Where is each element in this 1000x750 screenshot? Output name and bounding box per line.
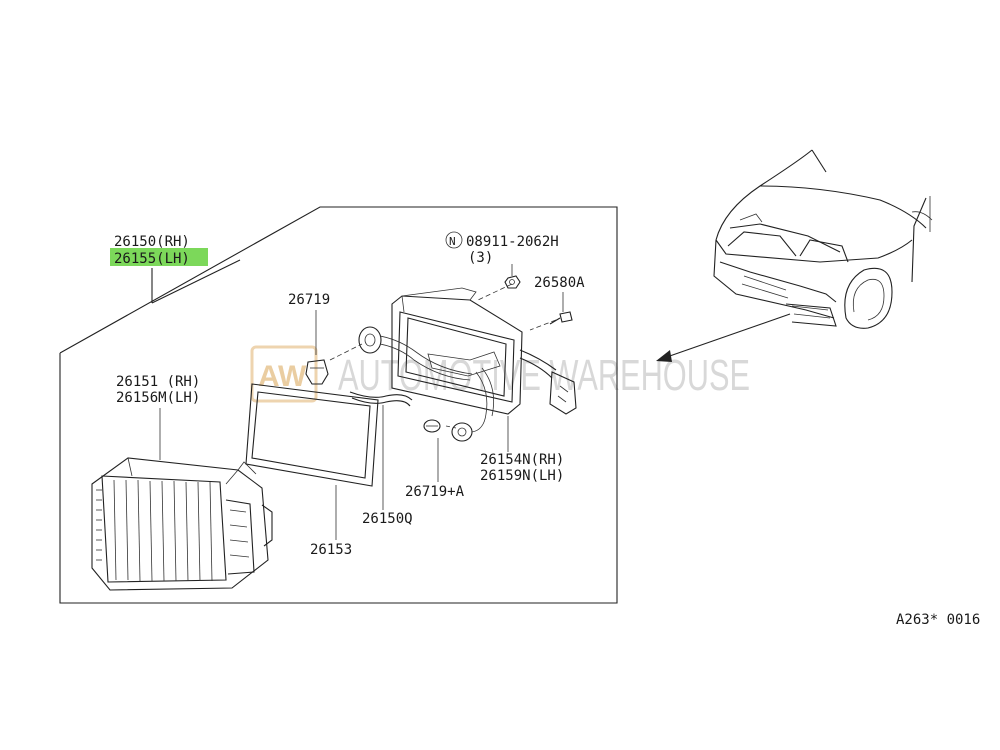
screw <box>549 311 573 325</box>
leader-lines <box>159 264 564 540</box>
label-assembly-lh: 26155(LH) <box>114 251 190 267</box>
nut <box>504 275 521 289</box>
watermark-logo-frame <box>250 345 318 403</box>
figure-code: A263* 0016 <box>896 612 980 628</box>
label-nut-qty: (3) <box>468 250 493 266</box>
housing <box>379 287 577 433</box>
highlight-lh-part <box>110 248 208 266</box>
label-housing-lh: 26159N(LH) <box>480 468 564 484</box>
car-front-view <box>713 149 933 329</box>
label-bulb: 26719 <box>288 292 330 308</box>
exploded-view-frame <box>59 206 618 604</box>
small-bulb <box>423 419 473 442</box>
label-screw: 26580A <box>534 275 585 291</box>
nut-symbol-circle <box>445 231 463 249</box>
nut-symbol: N <box>449 235 456 248</box>
socket <box>358 326 382 354</box>
fog-lamp-lens <box>91 457 273 591</box>
assembly-leader <box>151 259 241 304</box>
gasket <box>245 383 379 487</box>
label-lens-rh: 26151 (RH) <box>116 374 200 390</box>
label-housing-rh: 26154N(RH) <box>480 452 564 468</box>
location-arrow <box>656 313 791 362</box>
part-labels: 26150(RH) 26155(LH) 26151 (RH) 26156M(LH… <box>114 231 980 628</box>
label-assembly-rh: 26150(RH) <box>114 234 190 250</box>
bulb <box>305 359 329 385</box>
label-bulb-small: 26719+A <box>405 484 465 500</box>
label-gasket: 26153 <box>310 542 352 558</box>
label-nut-part: 08911-2062H <box>466 234 559 250</box>
label-seal: 26150Q <box>362 511 413 527</box>
label-lens-lh: 26156M(LH) <box>116 390 200 406</box>
watermark: AW AUTOMOTIVE WAREHOUSE <box>250 345 750 403</box>
watermark-text: AUTOMOTIVE WAREHOUSE <box>338 351 750 400</box>
seal <box>349 391 413 407</box>
arrow-head <box>656 350 672 362</box>
